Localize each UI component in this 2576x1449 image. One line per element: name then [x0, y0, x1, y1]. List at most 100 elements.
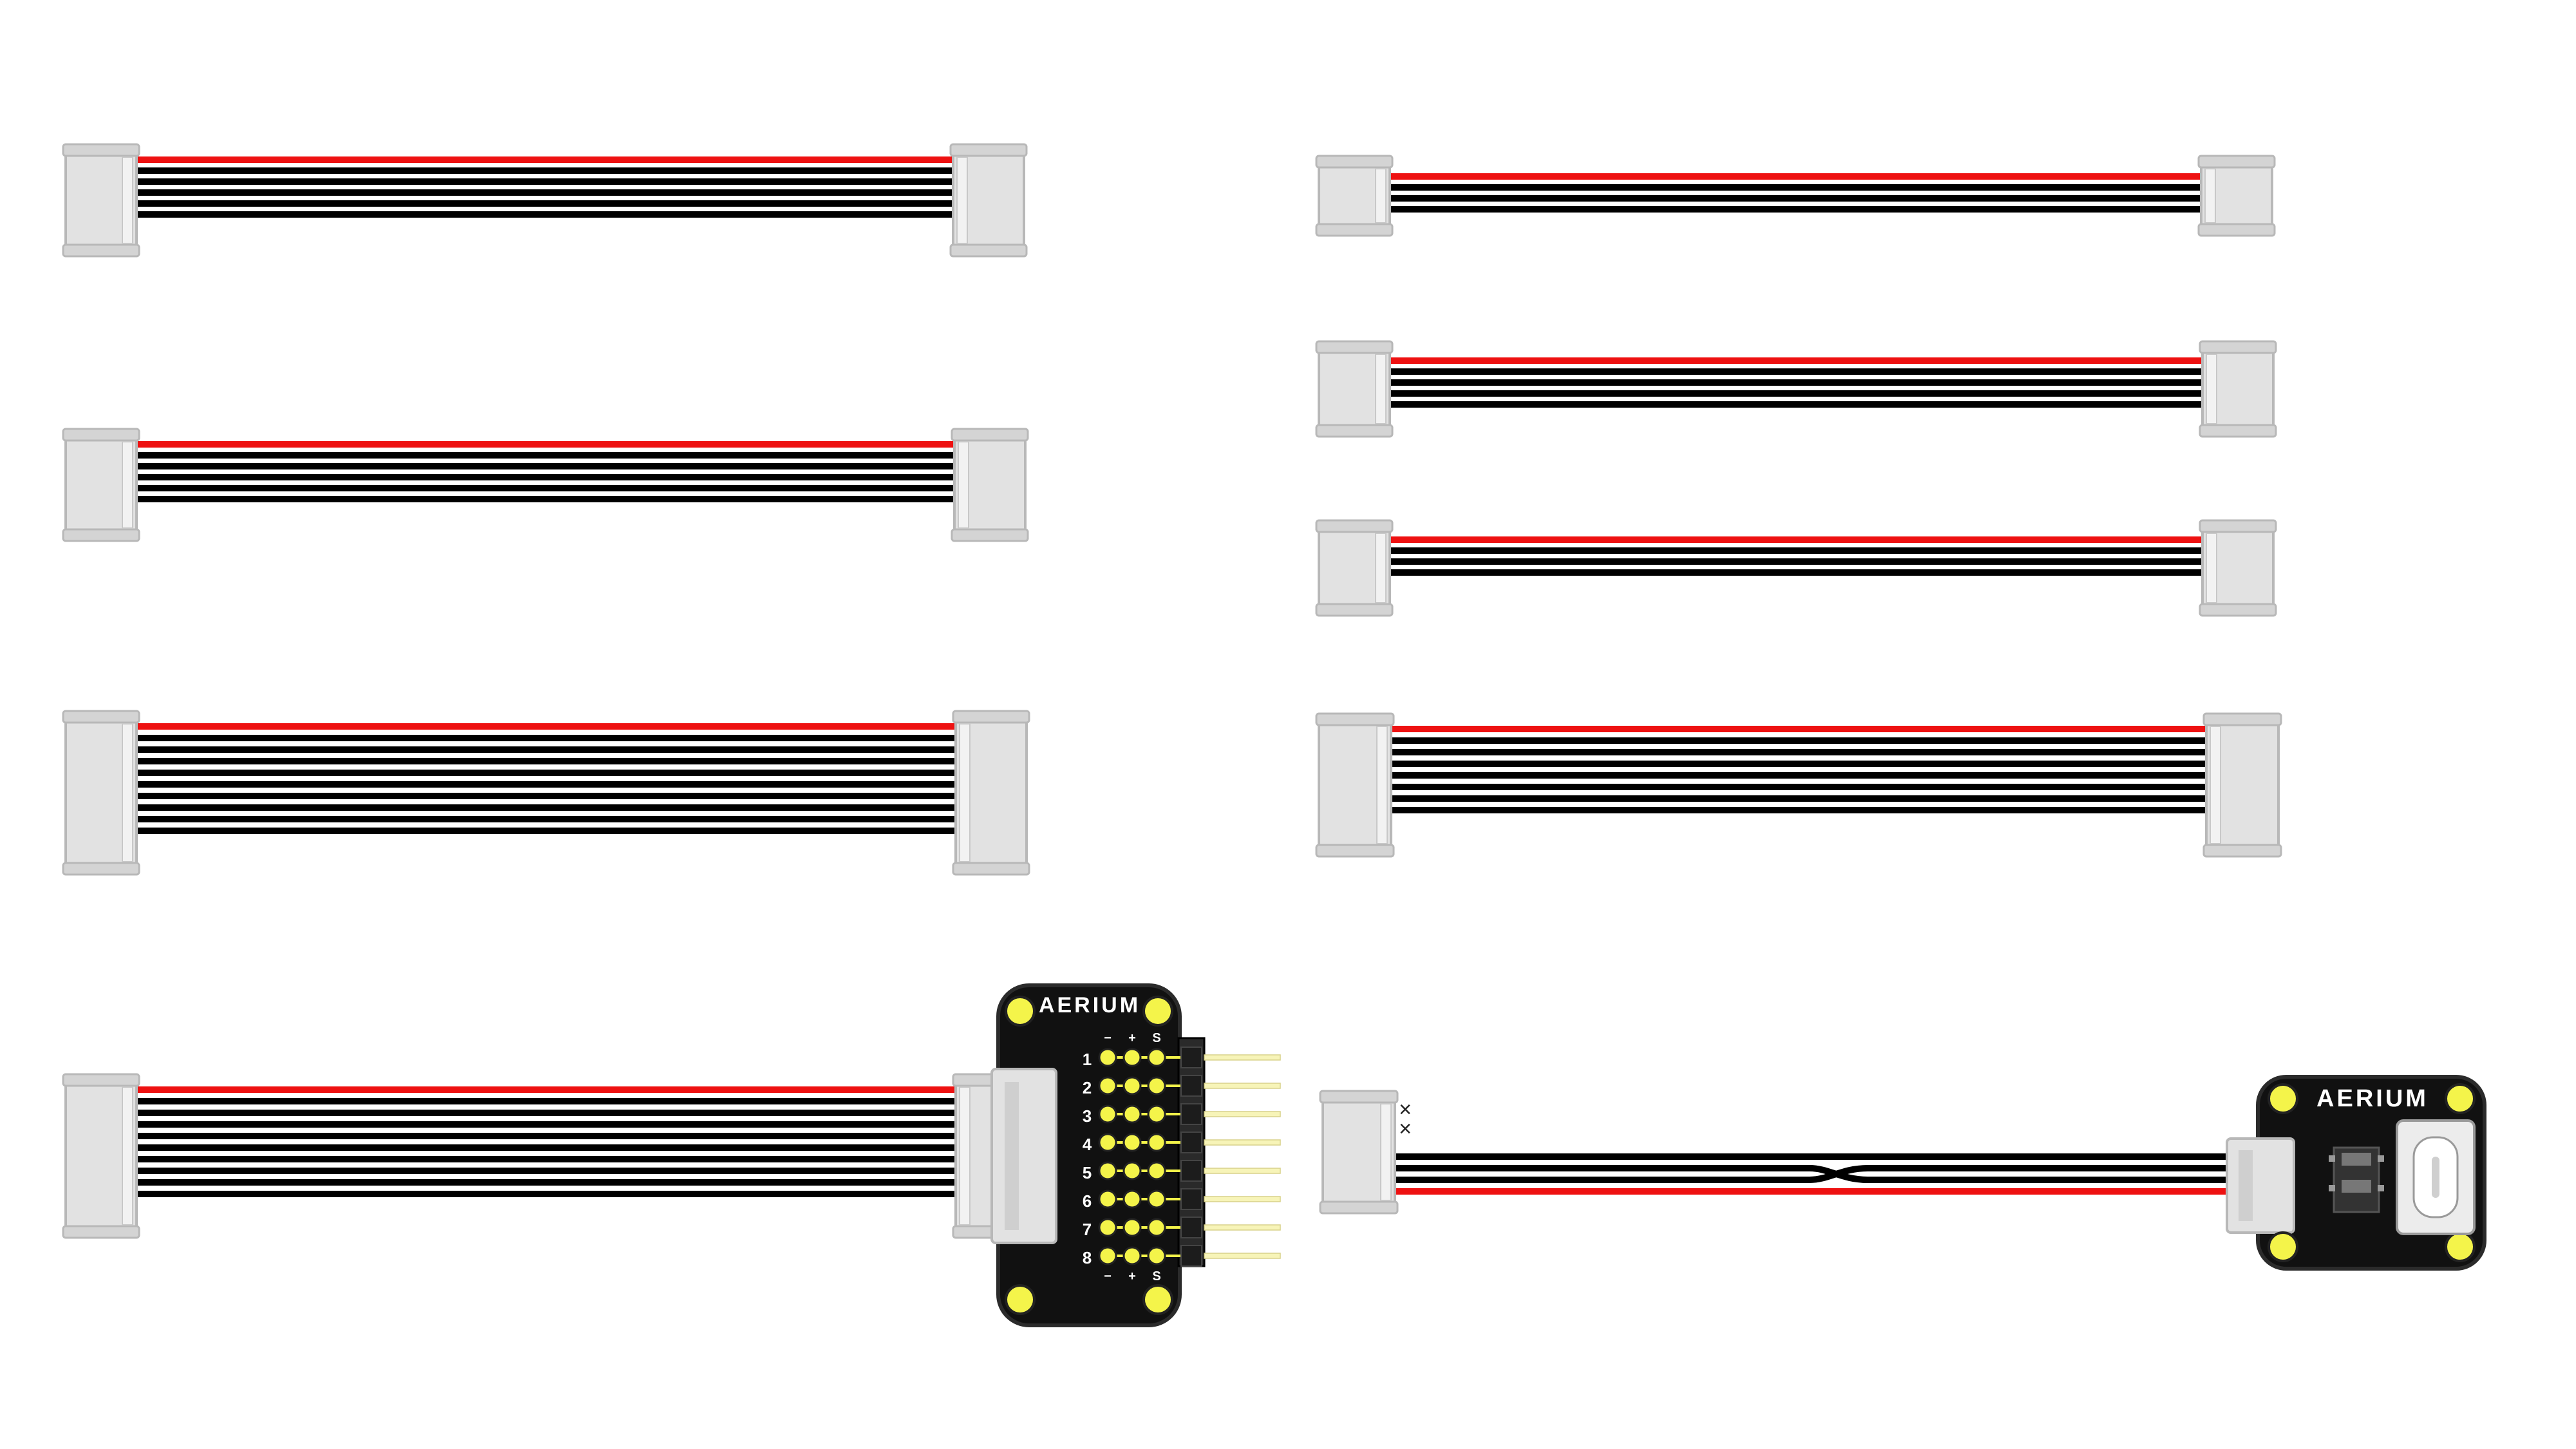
connector-right	[951, 428, 1029, 542]
solder-pad	[1098, 1189, 1117, 1209]
pin-row: 6	[1083, 1188, 1281, 1211]
wire-bundle	[1390, 357, 2202, 408]
solder-pad	[1098, 1048, 1117, 1067]
pin-number: 4	[1083, 1135, 1092, 1154]
mounting-hole	[1142, 1284, 1173, 1315]
wire-bundle	[137, 441, 954, 502]
board-connector	[2226, 1137, 2295, 1234]
wire-bundle	[137, 156, 953, 218]
solder-pad	[1122, 1218, 1142, 1237]
pin-number: 1	[1083, 1050, 1092, 1069]
wire-bundle	[1391, 726, 2206, 813]
wire-bundle	[137, 1086, 956, 1197]
board-connector-slot	[2239, 1150, 2253, 1221]
cable-4-wire-crossover: × ×	[1319, 1090, 2230, 1215]
connector-right	[2199, 340, 2277, 438]
unused-pin-mark: ×	[1399, 1097, 1412, 1122]
cable-4-wire-right-2	[1315, 519, 2277, 617]
mounting-hole	[2268, 1231, 2298, 1262]
solder-pad	[1098, 1218, 1117, 1237]
solder-pad	[1147, 1218, 1166, 1237]
connector-left	[62, 428, 140, 542]
header-pin	[1204, 1054, 1281, 1061]
pin-number: 7	[1083, 1220, 1092, 1239]
wire-black	[1395, 1165, 2230, 1183]
solder-pad	[1122, 1246, 1142, 1265]
mounting-hole	[1142, 996, 1173, 1027]
column-label: +	[1128, 1269, 1136, 1283]
connector-left	[1315, 340, 1394, 438]
solder-pad	[1147, 1246, 1166, 1265]
header-pin	[1204, 1196, 1281, 1202]
column-label: S	[1152, 1031, 1160, 1045]
chip-icon	[2329, 1146, 2384, 1213]
connector-right	[2197, 155, 2276, 237]
header-pin	[1204, 1253, 1281, 1259]
connector-left	[1319, 1090, 1399, 1215]
solder-pad	[1147, 1076, 1166, 1095]
solder-pad	[1122, 1104, 1142, 1124]
header-pin	[1204, 1111, 1281, 1117]
connector-left	[1315, 155, 1394, 237]
cable-4-wire-right-1	[1315, 155, 2276, 237]
column-label: S	[1152, 1269, 1160, 1283]
connector-left	[1315, 712, 1395, 858]
solder-pad	[1098, 1133, 1117, 1152]
connector-left	[62, 143, 140, 258]
connector-right	[949, 143, 1028, 258]
solder-pad	[1098, 1104, 1117, 1124]
board-side-connector-slot	[1005, 1082, 1019, 1230]
pin-number: 5	[1083, 1163, 1092, 1182]
connector-right	[2199, 519, 2277, 617]
wire-bundle	[137, 723, 956, 834]
crossover-wires	[1395, 1153, 2230, 1195]
pin-row: 4	[1083, 1132, 1281, 1154]
mounting-hole	[2268, 1083, 2298, 1114]
solder-pad	[1122, 1133, 1142, 1152]
solder-pad	[1147, 1104, 1166, 1124]
connector-left	[62, 1073, 140, 1239]
mounting-hole	[2445, 1083, 2476, 1114]
header-pin	[1204, 1139, 1281, 1146]
usb-c-port-icon	[2396, 1119, 2476, 1235]
connector-right	[2202, 712, 2282, 858]
pin-number: 6	[1083, 1191, 1092, 1211]
column-label: +	[1128, 1031, 1136, 1045]
solder-pad	[1147, 1161, 1166, 1180]
solder-pad	[1122, 1048, 1142, 1067]
solder-pad	[1098, 1161, 1117, 1180]
column-label: −	[1104, 1031, 1112, 1045]
pin-number: 3	[1083, 1106, 1092, 1126]
solder-pad	[1098, 1246, 1117, 1265]
pin-number: 2	[1083, 1078, 1092, 1097]
pin-number: 8	[1083, 1248, 1092, 1267]
solder-pad	[1122, 1076, 1142, 1095]
mounting-hole	[1005, 1284, 1036, 1315]
mounting-hole	[2445, 1231, 2476, 1262]
solder-pad	[1122, 1189, 1142, 1209]
header-pin	[1204, 1224, 1281, 1231]
cable-5-wire-right	[1315, 340, 2277, 438]
wire-bundle	[1390, 173, 2201, 213]
brand-logo: AERIUM	[1039, 993, 1141, 1018]
column-labels-bottom: −+S	[1104, 1269, 1161, 1283]
solder-pad	[1147, 1189, 1166, 1209]
cable-10-wire-left	[62, 710, 1030, 876]
cable-6-wire-left-2	[62, 428, 1029, 542]
solder-pad	[1098, 1076, 1117, 1095]
pin-row: 3	[1083, 1103, 1281, 1126]
pin-row: 7	[1083, 1217, 1281, 1239]
solder-pad	[1122, 1161, 1142, 1180]
solder-pad	[1147, 1048, 1166, 1067]
brand-logo: AERIUM	[2316, 1085, 2429, 1112]
pin-row: 5	[1083, 1160, 1281, 1182]
cable-6-wire-left-1	[62, 143, 1028, 258]
header-pin	[1204, 1168, 1281, 1174]
mounting-hole	[1005, 996, 1036, 1027]
unused-pin-mark: ×	[1399, 1117, 1412, 1141]
solder-pad	[1147, 1133, 1166, 1152]
pin-row: 8	[1083, 1245, 1281, 1267]
pin-row: 1	[1083, 1046, 1281, 1069]
usb-c-board: AERIUM	[2226, 1075, 2486, 1271]
connector-left	[1315, 519, 1394, 617]
